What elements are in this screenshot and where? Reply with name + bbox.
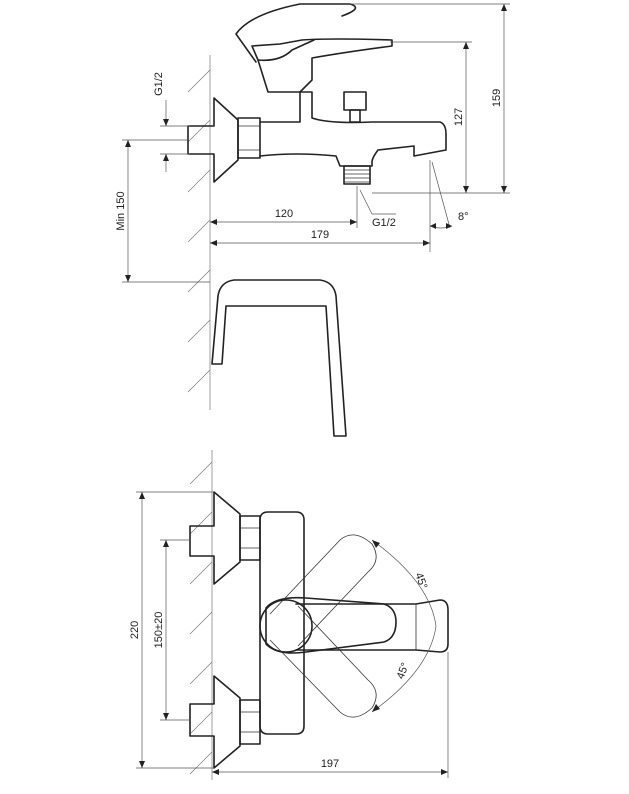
wall-side	[187, 55, 211, 410]
dim-angle-45-upper: 45°	[412, 571, 429, 591]
top-view: 45° 45° 220 150±20 197	[129, 450, 449, 780]
dim-179: 179	[311, 229, 329, 241]
spout-section	[211, 279, 347, 437]
dimensions-side: G1/2 Min 150 127 159	[115, 3, 510, 283]
dim-angle-45-lower: 45°	[395, 661, 412, 681]
dim-127: 127	[453, 108, 465, 126]
mixer-body-top	[259, 511, 449, 735]
dim-159: 159	[491, 89, 503, 107]
wall-connector-side	[187, 97, 261, 183]
side-view: G1/2 Min 150 127 159	[115, 3, 510, 410]
dim-thread-bottom: G1/2	[372, 217, 396, 229]
dim-197: 197	[321, 758, 339, 770]
dim-220: 220	[129, 621, 141, 639]
dim-150-20: 150±20	[153, 612, 165, 649]
dimensions-top: 220 150±20 197	[129, 491, 449, 778]
wall-connector-upper	[189, 491, 261, 585]
dim-120: 120	[275, 208, 293, 220]
mixer-body-side	[235, 3, 447, 185]
wall-top	[189, 450, 213, 780]
dim-angle-8: 8°	[458, 211, 469, 223]
dim-min-150: Min 150	[115, 191, 127, 230]
wall-connector-lower	[189, 675, 261, 769]
dim-thread-left: G1/2	[153, 72, 165, 96]
dimension-angle-arc: 45° 45°	[371, 539, 437, 713]
